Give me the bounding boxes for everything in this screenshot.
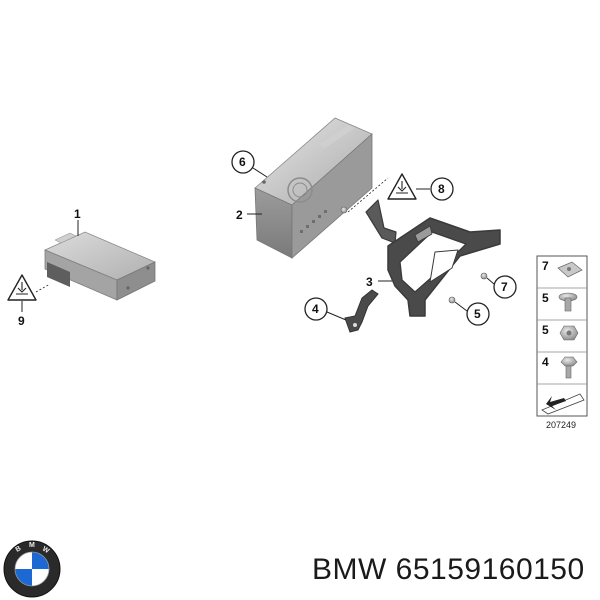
callout-7-circle <box>493 275 517 299</box>
legend-item-5b: 5 <box>542 323 549 337</box>
leader-line-9 <box>35 283 51 293</box>
control-module-small <box>43 231 156 301</box>
bolt-icon <box>558 292 578 312</box>
leader-line-6 <box>252 167 268 178</box>
legend-panel: 7 5 5 4 <box>536 255 588 417</box>
callout-1: 1 <box>74 207 81 221</box>
callout-6: 6 <box>239 155 246 169</box>
bmw-roundel-logo: B M W <box>3 540 61 598</box>
svg-text:M: M <box>29 542 35 549</box>
control-module-large <box>254 117 373 259</box>
callout-7: 7 <box>501 280 508 294</box>
callout-8-circle <box>430 177 454 201</box>
mounting-bracket <box>365 199 501 317</box>
legend-item-4: 4 <box>542 355 549 369</box>
callout-9: 9 <box>18 314 25 328</box>
callout-5-circle <box>466 302 490 326</box>
svg-text:W: W <box>41 546 51 556</box>
callout-6-circle <box>231 150 255 174</box>
callout-8: 8 <box>438 182 445 196</box>
leader-line-7 <box>486 277 495 285</box>
hex-nut-icon <box>559 325 579 341</box>
part-number-label: BMW 65159160150 <box>312 553 585 586</box>
leader-line-8a <box>347 177 389 213</box>
electrostatic-warning-icon-2 <box>387 173 417 200</box>
callout-5: 5 <box>474 307 481 321</box>
screw-icon <box>560 356 578 379</box>
legend-item-7: 7 <box>542 259 549 273</box>
small-bracket <box>344 289 379 333</box>
callout-4: 4 <box>312 302 319 316</box>
leader-line-4 <box>326 311 347 321</box>
callout-3: 3 <box>366 275 373 289</box>
legend-item-5a: 5 <box>542 291 549 305</box>
electrostatic-warning-icon <box>7 274 37 301</box>
callout-4-circle <box>304 297 328 321</box>
diagram-number: 207249 <box>546 420 576 430</box>
clip-nut-icon <box>557 261 583 278</box>
leader-line-5 <box>454 301 468 312</box>
arrow-shim-icon <box>541 393 585 415</box>
svg-text:B: B <box>15 545 23 554</box>
callout-2: 2 <box>236 208 243 222</box>
